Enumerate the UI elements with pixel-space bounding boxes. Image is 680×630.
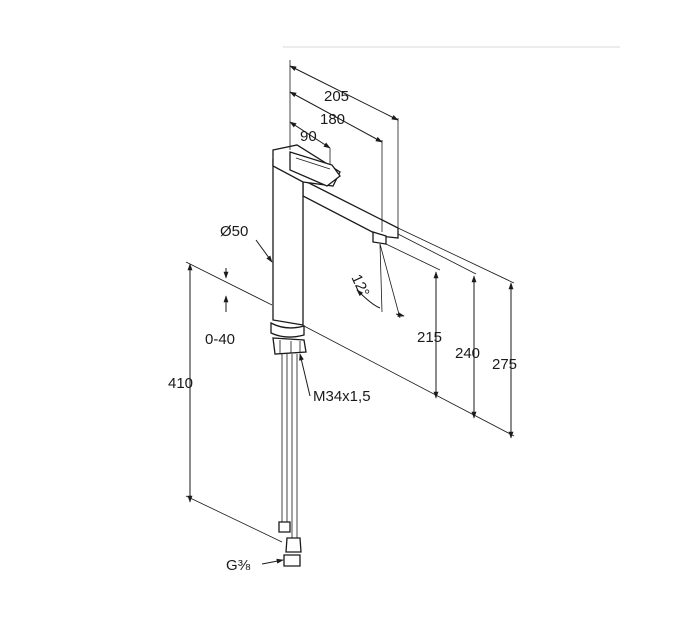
- label-275: 275: [492, 356, 517, 373]
- label-180: 180: [320, 111, 345, 128]
- base-ring: [270, 321, 305, 338]
- hose-connector-left: [278, 521, 291, 533]
- lever-highlight: [295, 157, 331, 170]
- mounting-nut: [272, 337, 307, 355]
- leader-diameter: [255, 239, 273, 263]
- hose-connector-right: [285, 537, 302, 553]
- label-thread: M34x1,5: [313, 388, 371, 405]
- hose-left: [281, 354, 288, 525]
- label-range: 0-40: [205, 331, 235, 348]
- dim-line-90: [289, 121, 331, 149]
- top-dimensions: [289, 60, 399, 232]
- label-240: 240: [455, 345, 480, 362]
- spout-arm: [302, 178, 399, 239]
- label-diameter: Ø50: [220, 223, 248, 240]
- nut-facets: [279, 340, 301, 353]
- label-angle: 12°: [348, 272, 373, 300]
- dim-line-180: [289, 91, 383, 143]
- left-dimensions: [185, 261, 283, 543]
- leader-connection: [261, 558, 284, 565]
- angle-dimension: [356, 243, 405, 319]
- leader-thread: [299, 353, 311, 397]
- label-90: 90: [300, 128, 317, 145]
- hose-connector-bottom: [283, 554, 301, 567]
- label-215: 215: [417, 329, 442, 346]
- label-205: 205: [324, 88, 349, 105]
- faucet-body: [270, 144, 399, 567]
- right-dimensions: [303, 227, 515, 439]
- hose-right: [291, 354, 298, 540]
- label-410: 410: [168, 375, 193, 392]
- faucet-column: [272, 159, 304, 326]
- label-connection: G⅜: [226, 557, 251, 574]
